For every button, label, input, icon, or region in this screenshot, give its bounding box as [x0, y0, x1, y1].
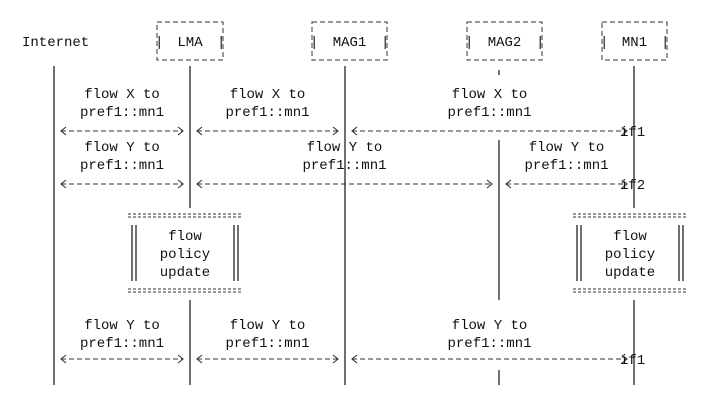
arrowhead-left-6 — [60, 354, 67, 364]
message-text-line1: flow Y to — [307, 140, 383, 156]
message-text-line1: flow Y to — [84, 140, 160, 156]
interface-label: if1 — [620, 353, 645, 369]
internet-label: Internet — [22, 35, 89, 51]
arrowhead-right-7 — [332, 354, 339, 364]
arrowhead-right-1 — [332, 126, 339, 136]
mag1-box-left-bar: | — [310, 35, 318, 51]
message-text-line1: flow Y to — [529, 140, 605, 156]
message-text-line1: flow X to — [230, 87, 306, 103]
arrowhead-right-2 — [621, 126, 628, 136]
message-text-line2: pref1::mn1 — [447, 105, 531, 121]
message-text-line1: flow Y to — [84, 318, 160, 334]
message-text-line1: flow X to — [84, 87, 160, 103]
arrowhead-left-3 — [60, 179, 67, 189]
note-text-line: policy — [605, 247, 655, 263]
message-text-line2: pref1::mn1 — [80, 158, 164, 174]
message-text-line1: flow Y to — [452, 318, 528, 334]
mag1-label: MAG1 — [333, 35, 367, 51]
arrowhead-right-3 — [177, 179, 184, 189]
note-text-line: policy — [160, 247, 210, 263]
lma-box-left-bar: | — [155, 35, 163, 51]
message-text-line2: pref1::mn1 — [524, 158, 608, 174]
arrowhead-right-4 — [486, 179, 493, 189]
message-text-line2: pref1::mn1 — [80, 105, 164, 121]
message-text-line2: pref1::mn1 — [225, 336, 309, 352]
lma-label: LMA — [177, 35, 203, 51]
mn1-box-left-bar: | — [600, 35, 608, 51]
arrowhead-left-5 — [505, 179, 512, 189]
arrowhead-left-8 — [351, 354, 358, 364]
arrowhead-left-7 — [196, 354, 203, 364]
interface-label: if1 — [620, 125, 645, 141]
note-background-1 — [573, 211, 687, 295]
mn1-label: MN1 — [622, 35, 647, 51]
arrowhead-right-5 — [621, 179, 628, 189]
mn1-box-right-bar: | — [661, 35, 669, 51]
mag2-box-right-bar: | — [536, 35, 544, 51]
lma-box-right-bar: | — [217, 35, 225, 51]
message-text-line1: flow Y to — [230, 318, 306, 334]
arrowhead-right-8 — [621, 354, 628, 364]
mag2-label: MAG2 — [488, 35, 522, 51]
mag2-box-left-bar: | — [465, 35, 473, 51]
arrowhead-right-0 — [177, 126, 184, 136]
note-text-line: update — [605, 265, 655, 281]
lma-box — [156, 21, 224, 61]
message-text-line2: pref1::mn1 — [302, 158, 386, 174]
note-text-line: update — [160, 265, 210, 281]
arrowhead-right-6 — [177, 354, 184, 364]
message-text-line2: pref1::mn1 — [80, 336, 164, 352]
interface-label: if2 — [620, 178, 645, 194]
note-text-line: flow — [168, 229, 202, 245]
arrowhead-left-0 — [60, 126, 67, 136]
mn1-box — [601, 21, 668, 61]
arrowhead-left-4 — [196, 179, 203, 189]
message-text-line2: pref1::mn1 — [225, 105, 309, 121]
note-text-line: flow — [613, 229, 647, 245]
message-text-line1: flow X to — [452, 87, 528, 103]
mag1-box-right-bar: | — [381, 35, 389, 51]
note-background-0 — [128, 211, 242, 295]
arrowhead-left-2 — [351, 126, 358, 136]
message-text-line2: pref1::mn1 — [447, 336, 531, 352]
arrowhead-left-1 — [196, 126, 203, 136]
